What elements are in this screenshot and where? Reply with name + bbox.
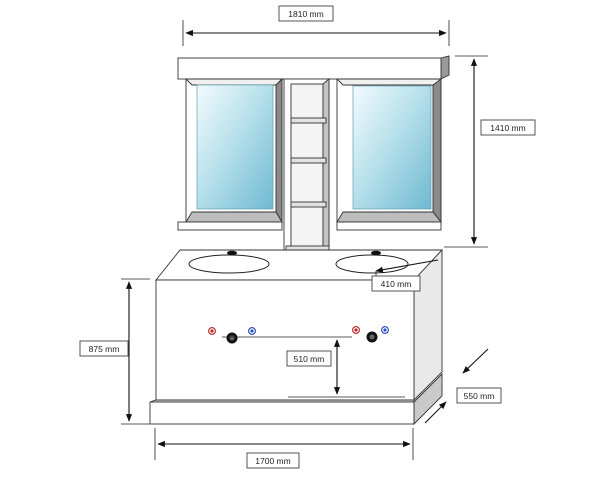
top-cornice (177, 57, 442, 80)
tap-cold-icon (383, 328, 387, 332)
dimension-basin-diameter: 410 mm (371, 259, 439, 292)
center-column-inner (290, 83, 324, 251)
right-tap-group (352, 326, 389, 343)
drain-outlet-icon (229, 335, 235, 341)
total-width-label: 1810 mm (288, 9, 323, 19)
cabinet-height-label: 875 mm (89, 344, 120, 354)
plinth-front (149, 401, 415, 425)
column-shelf (290, 157, 327, 164)
vanity-cabinet (149, 248, 444, 426)
dimension-cabinet-height: 875 mm (79, 278, 150, 425)
right-mirror-glass (352, 85, 432, 210)
dim-label-box (278, 5, 334, 22)
dimension-total-width: 1810 mm (182, 5, 450, 46)
drain-outlet-icon (369, 334, 375, 340)
left-drain-icon (227, 250, 237, 256)
left-mirror-bevel-top (184, 78, 284, 86)
column-shelf (290, 201, 327, 208)
total-height-label: 1410 mm (490, 123, 525, 133)
right-mirror-bevel-right (432, 78, 442, 224)
right-mirror-bevel-top (335, 78, 443, 86)
tap-hot-icon (354, 328, 358, 332)
tap-hot-icon (210, 329, 214, 333)
top-cornice-side (440, 55, 450, 80)
right-mirror-shelf (336, 221, 442, 231)
center-column-side (322, 78, 330, 256)
dim-label-box (480, 119, 536, 136)
dim-label-box (371, 275, 421, 292)
dimension-tap-height: 510 mm (222, 336, 405, 398)
dim-label-box (286, 350, 332, 367)
left-basin (188, 254, 270, 274)
right-basin (335, 254, 409, 274)
left-mirror-shelf (177, 221, 283, 231)
tap-cold-icon (250, 329, 254, 333)
right-drain-icon (371, 250, 381, 256)
dimension-total-height: 1410 mm (444, 55, 536, 248)
dimension-cabinet-width: 1700 mm (154, 428, 414, 469)
left-mirror-bevel-bottom (185, 211, 283, 223)
depth-label: 550 mm (464, 391, 495, 401)
dim-label-box (246, 452, 300, 469)
dim-label-box (79, 340, 129, 357)
basin-diameter-label: 410 mm (381, 279, 412, 289)
left-tap-group (208, 327, 256, 344)
cabinet-width-label: 1700 mm (255, 456, 290, 466)
column-shelves (285, 117, 330, 253)
left-mirror-glass (196, 84, 274, 210)
right-mirror-bevel-bottom (336, 211, 442, 223)
tap-height-label: 510 mm (294, 354, 325, 364)
left-mirror-bevel-right (275, 77, 283, 224)
mirror-unit (177, 55, 450, 256)
dimension-depth: 550 mm (424, 348, 502, 424)
dim-label-box (456, 387, 502, 404)
column-shelf (290, 117, 327, 124)
